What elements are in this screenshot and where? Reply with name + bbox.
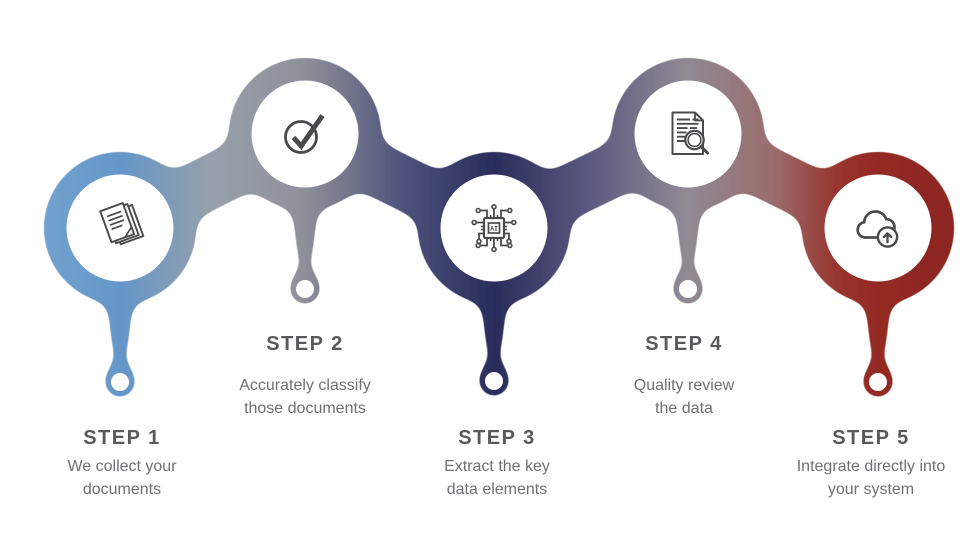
ai-chip-icon: AI xyxy=(471,204,517,253)
step-5-caption: STEP 5 Integrate directly into your syst… xyxy=(751,427,980,501)
step-5-description: Integrate directly into your system xyxy=(796,458,946,498)
step-3-label: STEP 3 xyxy=(458,427,536,449)
check-icon xyxy=(284,114,325,154)
step-4-caption: STEP 4 Quality review the data xyxy=(564,333,804,420)
cloud-upload-icon xyxy=(856,210,899,248)
documents-icon xyxy=(99,202,145,246)
step-3-description: Extract the key data elements xyxy=(444,458,550,498)
step-1-caption: STEP 1 We collect your documents xyxy=(2,427,242,501)
step-5-label: STEP 5 xyxy=(832,427,910,449)
step-1-label: STEP 1 xyxy=(83,427,161,449)
step-2-caption: STEP 2 Accurately classify those documen… xyxy=(185,333,425,420)
step-3-caption: STEP 3 Extract the key data elements xyxy=(377,427,617,501)
ai-chip-label: AI xyxy=(490,225,498,233)
step-4-label: STEP 4 xyxy=(645,333,723,355)
node-inner-circles xyxy=(66,80,932,391)
step-1-description: We collect your documents xyxy=(67,458,177,498)
step-2-description: Accurately classify those documents xyxy=(239,377,371,417)
document-search-icon xyxy=(671,111,709,155)
step-4-description: Quality review the data xyxy=(633,377,735,417)
step-2-label: STEP 2 xyxy=(266,333,344,355)
